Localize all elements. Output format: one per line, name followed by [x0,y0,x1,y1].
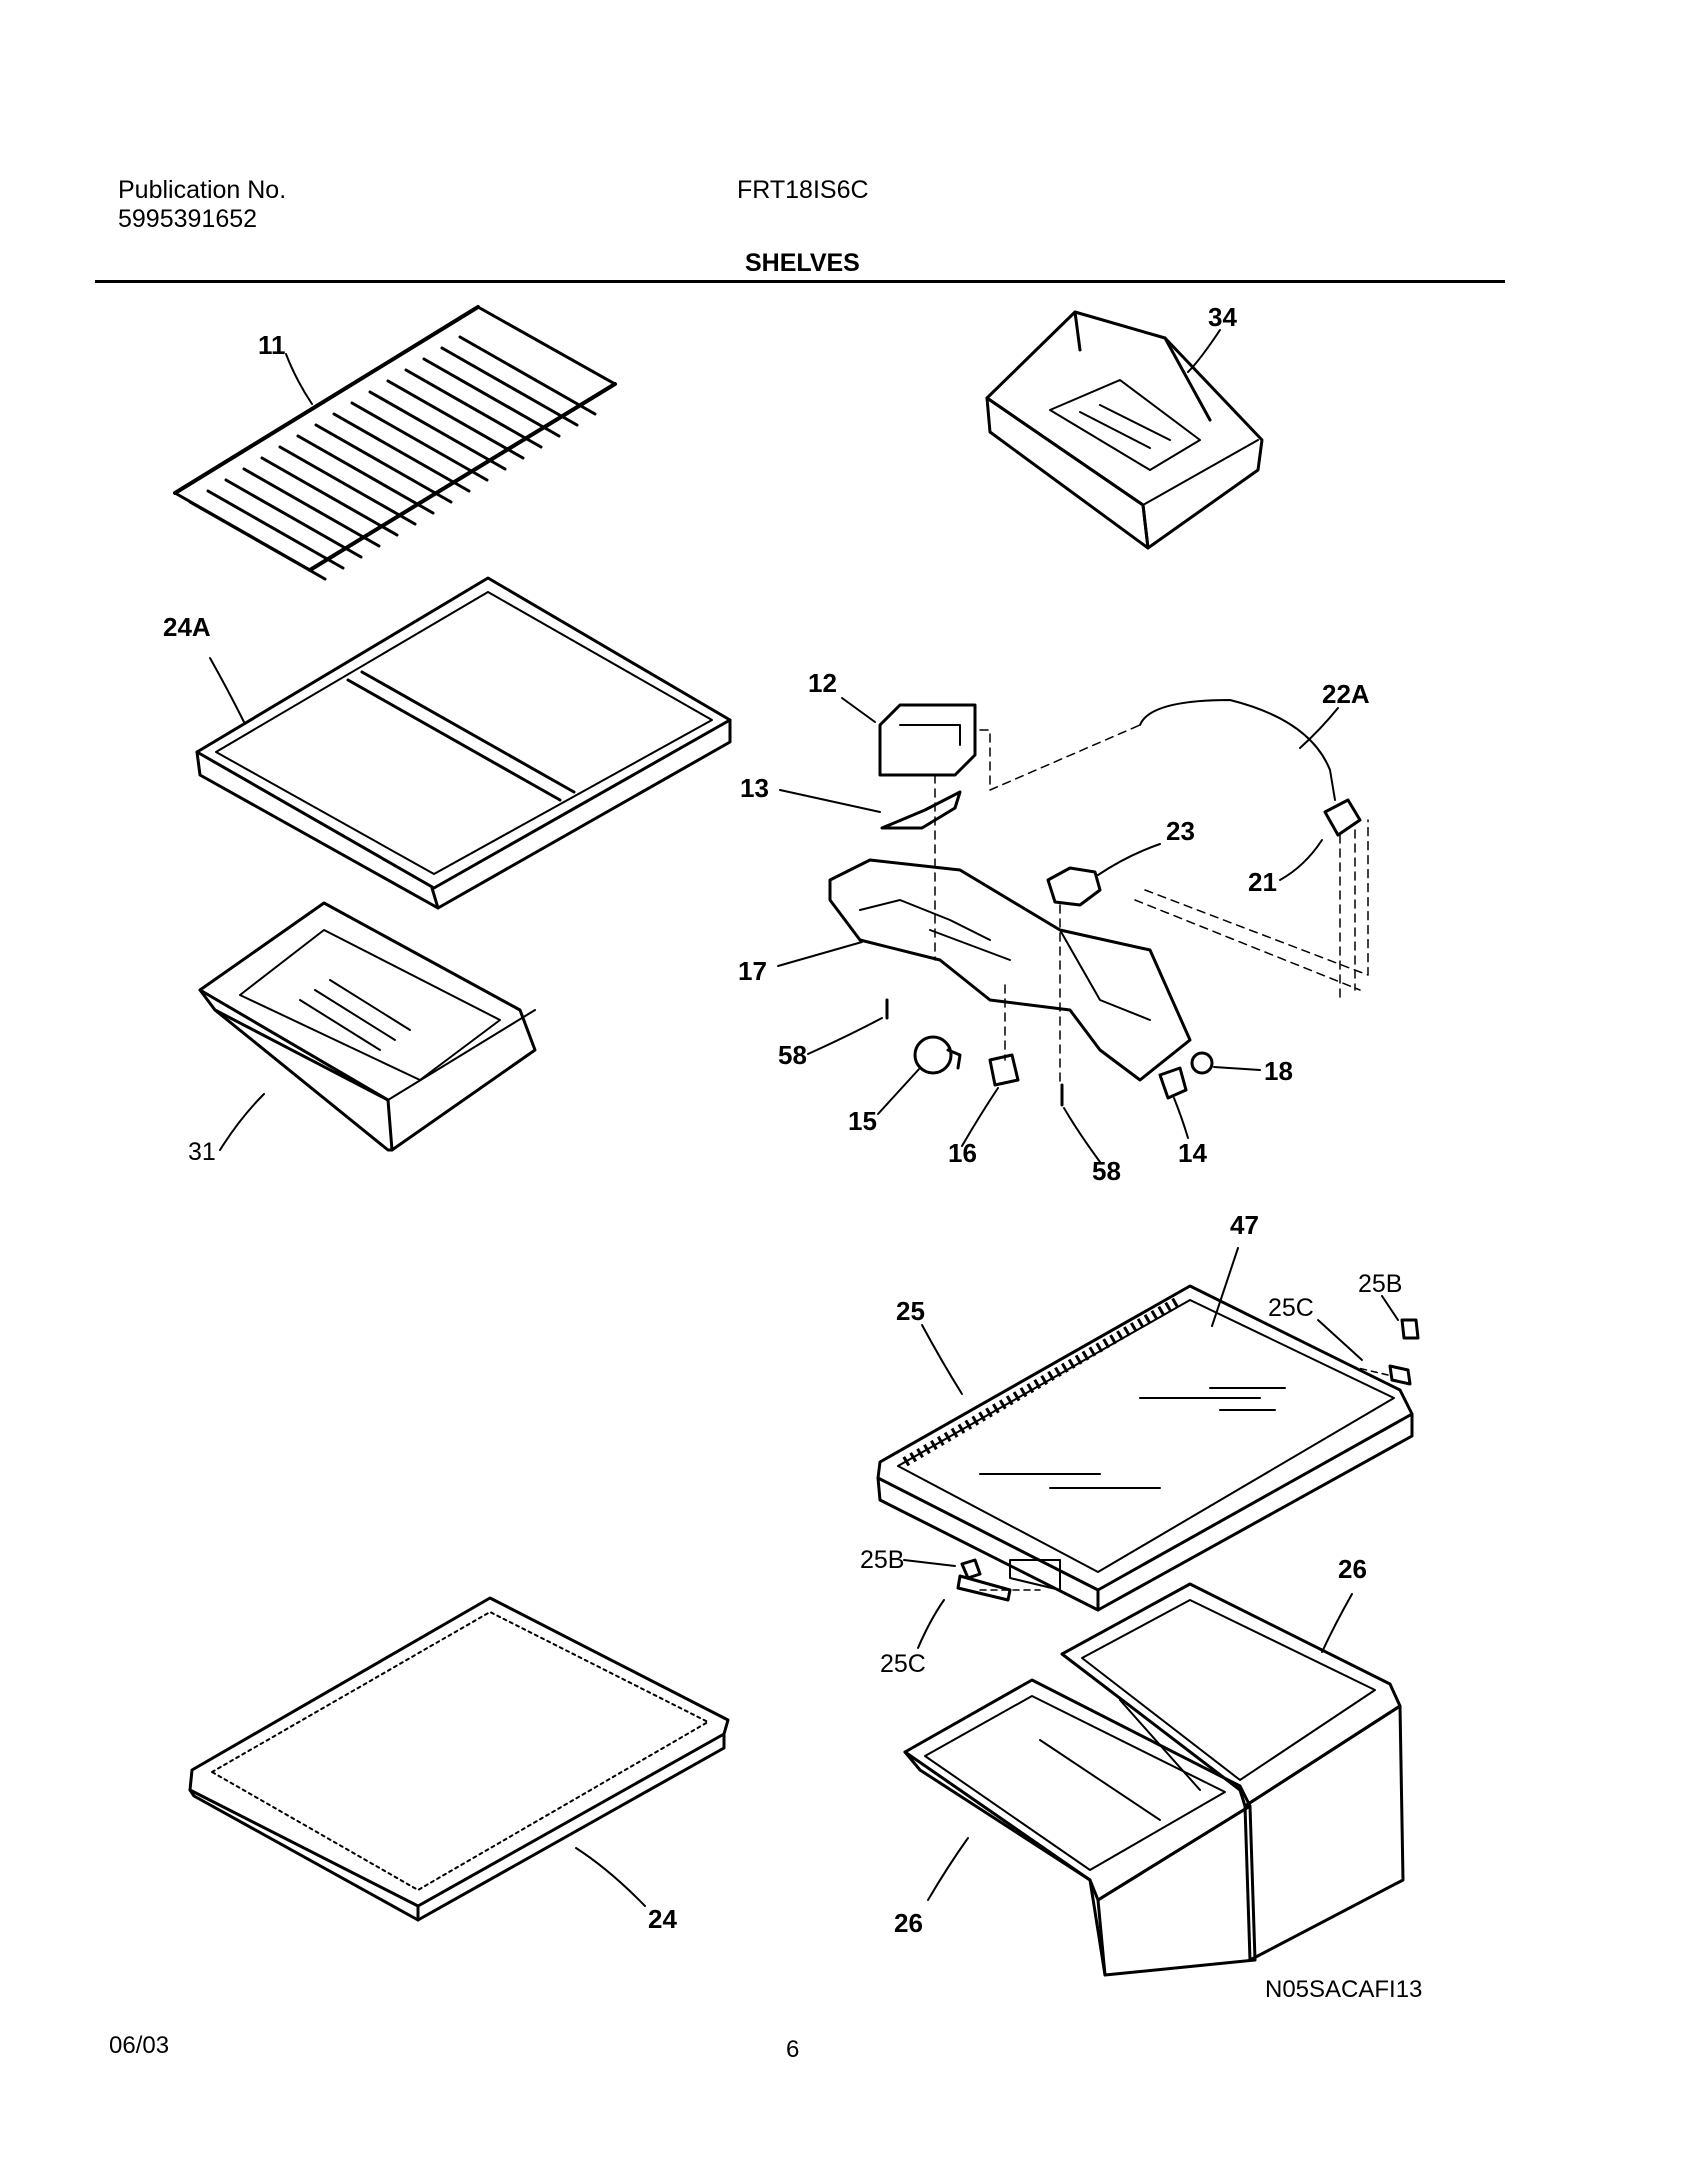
leader-22A [1299,707,1339,749]
leader-21 [1279,839,1323,881]
callout-11: 11 [258,330,286,360]
callout-16: 16 [948,1138,977,1168]
model-number: FRT18IS6C [737,176,869,204]
leader-14 [1173,1097,1189,1139]
callout-25: 25 [896,1296,925,1326]
leader-25 [921,1324,963,1395]
light-housing-assembly [828,699,1369,1107]
callout-17: 17 [738,956,767,986]
leader-12 [841,697,876,723]
leader-15 [877,1067,921,1115]
crisper-drawers [903,1582,1405,1977]
leader-23 [1097,843,1161,876]
leader-25B-bottom [903,1559,956,1567]
door-bin [985,310,1264,550]
callout-23: 23 [1166,816,1195,846]
leader-58a [807,1017,883,1055]
callout-34: 34 [1208,302,1237,332]
leader-47 [1211,1247,1239,1327]
crisper-pan [198,901,537,1152]
callout-15: 15 [848,1106,877,1136]
callout-58a: 58 [778,1040,807,1070]
page-number: 6 [786,2036,800,2063]
leader-25C-bottom [917,1599,945,1649]
leader-18 [1213,1066,1261,1071]
callout-13: 13 [740,773,769,803]
leader-25B-top [1381,1295,1399,1321]
callout-26-bottom: 26 [894,1908,923,1938]
callout-26-top: 26 [1338,1554,1367,1584]
publication-date: 06/03 [109,2032,170,2059]
leader-26-top [1321,1593,1353,1653]
leader-16 [961,1087,999,1147]
callout-12: 12 [808,668,837,698]
callout-14: 14 [1178,1138,1207,1168]
callout-25B-top: 25B [1358,1270,1402,1298]
glass-shelf [188,1596,730,1922]
leader-13 [779,789,881,813]
leader-11 [285,353,313,405]
header-rule [95,280,1505,283]
leader-31 [219,1093,265,1151]
callout-25C-bottom: 25C [880,1650,926,1678]
glass-shelf-divided [195,576,732,910]
callout-47: 47 [1230,1210,1259,1240]
callout-25C-top: 25C [1268,1294,1314,1322]
leader-34 [1187,329,1221,373]
section-title: SHELVES [745,249,860,277]
leader-58b [1063,1107,1101,1163]
callout-22A: 22A [1322,679,1370,709]
callout-24A: 24A [163,612,211,642]
leader-24A [209,657,245,723]
leader-26-bottom [927,1837,969,1901]
drawing-code: N05SACAFI13 [1265,1976,1423,2003]
crisper-cover [876,1284,1420,1612]
callout-31: 31 [188,1138,216,1166]
callout-18: 18 [1264,1056,1293,1086]
publication-number: 5995391652 [118,205,258,233]
callout-24: 24 [648,1904,677,1934]
publication-label: Publication No. [118,176,287,204]
leader-17 [777,941,863,967]
leader-24 [575,1847,646,1907]
callout-21: 21 [1248,867,1277,897]
leader-25C-top [1317,1319,1363,1361]
wire-shelf [173,305,617,581]
callout-58b: 58 [1092,1156,1121,1186]
callout-25B-bottom: 25B [860,1546,904,1574]
